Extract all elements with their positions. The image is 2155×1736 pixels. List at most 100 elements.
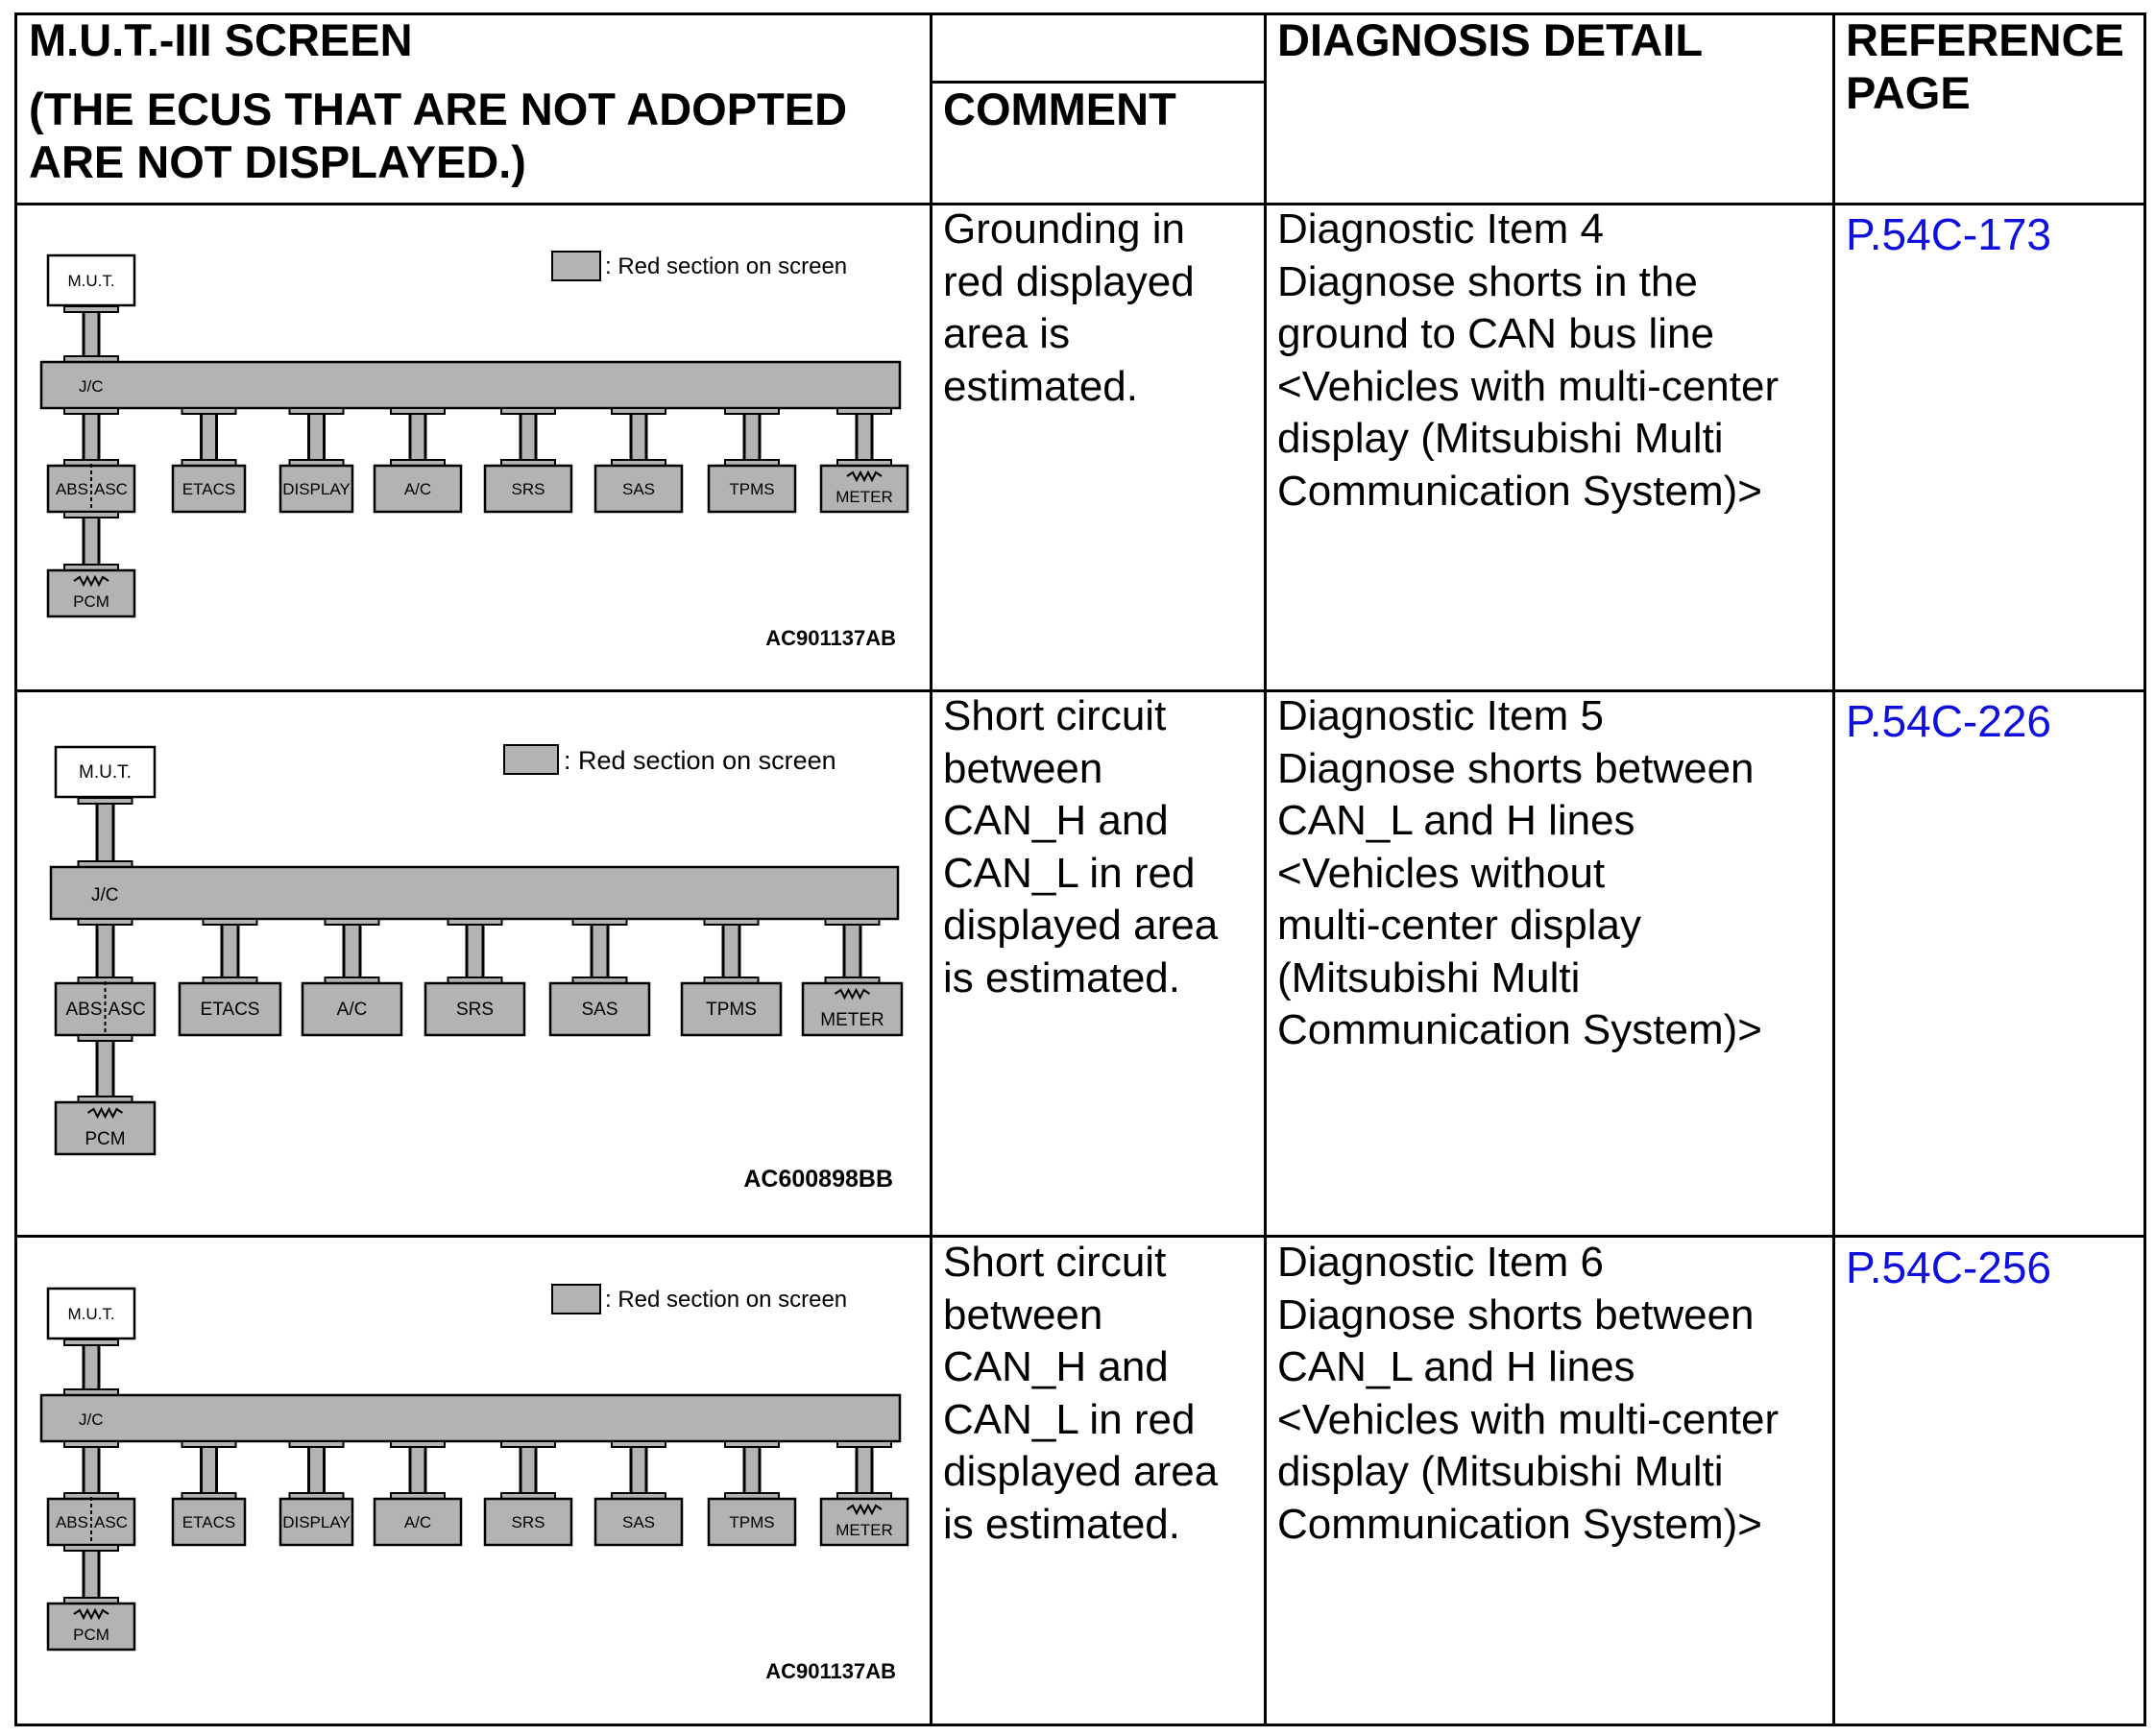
row-divider bbox=[14, 203, 2146, 205]
ecu-module-label: SAS bbox=[581, 1000, 617, 1020]
mut-label: M.U.T. bbox=[67, 272, 114, 290]
ecu-module-label: A/C bbox=[337, 1000, 368, 1020]
ecu-module bbox=[819, 1497, 909, 1547]
asc-label: ASC bbox=[94, 480, 128, 498]
legend-label: : Red section on screen bbox=[605, 253, 847, 279]
legend-swatch bbox=[503, 744, 559, 775]
mut-box bbox=[46, 1287, 136, 1340]
reference-page-link[interactable]: P.54C-256 bbox=[1846, 1242, 2051, 1292]
ecu-module bbox=[548, 981, 651, 1037]
ecu-module bbox=[373, 1497, 463, 1547]
module-connector bbox=[181, 407, 237, 467]
reference-column-title: REFERENCE PAGE bbox=[1846, 14, 2124, 118]
module-connector bbox=[288, 407, 345, 467]
abs-label: ABS bbox=[65, 1000, 102, 1020]
legend-swatch bbox=[551, 251, 601, 281]
mut-label: M.U.T. bbox=[79, 762, 132, 783]
figure-code: AC901137AB bbox=[765, 626, 896, 650]
row-divider bbox=[14, 689, 2146, 692]
ecu-module-label: METER bbox=[835, 1521, 893, 1539]
module-connector bbox=[77, 918, 133, 984]
module-connector bbox=[724, 407, 780, 467]
diagnosis-cell: Diagnostic Item 5 Diagnose shorts betwee… bbox=[1277, 692, 1762, 1053]
ecu-module bbox=[593, 464, 684, 514]
jc-label: J/C bbox=[79, 1410, 104, 1429]
ecu-module-label: TPMS bbox=[729, 1513, 774, 1531]
ecu-module-label: ETACS bbox=[201, 1000, 260, 1020]
ecu-module-label: DISPLAY bbox=[282, 1513, 351, 1531]
reference-page-link[interactable]: P.54C-226 bbox=[1846, 696, 2051, 746]
pcm-module bbox=[46, 568, 136, 618]
asc-label: ASC bbox=[94, 1513, 128, 1531]
module-connector bbox=[288, 1440, 345, 1500]
terminator-resistor-icon bbox=[834, 987, 871, 1001]
module-connector bbox=[63, 1440, 119, 1500]
comment-cell: Grounding in red displayed area is estim… bbox=[943, 205, 1195, 410]
reference-page-link[interactable]: P.54C-173 bbox=[1846, 209, 2051, 259]
module-connector bbox=[724, 1440, 780, 1500]
figure-code: AC600898BB bbox=[743, 1166, 893, 1193]
ecu-module-label: METER bbox=[835, 488, 893, 506]
comment-column-title: COMMENT bbox=[943, 84, 1176, 134]
joint-connector-bar bbox=[49, 865, 900, 921]
row-divider bbox=[14, 1235, 2146, 1238]
ecu-module-label: ETACS bbox=[182, 480, 235, 498]
diagnosis-cell: Diagnostic Item 4 Diagnose shorts in the… bbox=[1277, 205, 1780, 515]
joint-connector-bar bbox=[39, 360, 902, 410]
module-connector bbox=[836, 407, 892, 467]
ecu-module-label: TPMS bbox=[729, 480, 774, 498]
column-divider bbox=[1832, 12, 1835, 1726]
ecu-module-label: SRS bbox=[512, 480, 545, 498]
ecu-module bbox=[801, 981, 904, 1037]
module-connector bbox=[611, 1440, 666, 1500]
ecu-module-label: METER bbox=[820, 1010, 884, 1030]
ecu-module bbox=[707, 464, 797, 514]
mut-box bbox=[54, 745, 157, 799]
mut-connector bbox=[77, 797, 133, 868]
comment-cell: Short circuit between CAN_H and CAN_L in… bbox=[943, 1239, 1219, 1548]
module-connector bbox=[824, 918, 881, 984]
pcm-label: PCM bbox=[73, 1626, 109, 1644]
ecu-module bbox=[301, 981, 403, 1037]
ecu-module-label: A/C bbox=[404, 480, 431, 498]
module-connector bbox=[324, 918, 380, 984]
module-connector bbox=[703, 918, 760, 984]
module-connector bbox=[500, 1440, 556, 1500]
ecu-module bbox=[178, 981, 282, 1037]
ecu-module bbox=[373, 464, 463, 514]
module-connector bbox=[500, 407, 556, 467]
module-connector bbox=[390, 407, 446, 467]
ecu-module bbox=[819, 464, 909, 514]
screen-column-title: M.U.T.-III SCREEN bbox=[29, 14, 413, 65]
terminator-resistor-icon bbox=[846, 1503, 883, 1516]
ecu-module-label: A/C bbox=[404, 1513, 431, 1531]
asc-label: ASC bbox=[109, 1000, 146, 1020]
ecu-module-label: SAS bbox=[622, 480, 655, 498]
pcm-label: PCM bbox=[85, 1129, 125, 1149]
mut-connector bbox=[63, 1338, 119, 1396]
ecu-module-label: TPMS bbox=[706, 1000, 757, 1020]
ecu-module bbox=[171, 464, 247, 514]
pcm-label: PCM bbox=[73, 592, 109, 611]
abs-label: ABS bbox=[56, 480, 88, 498]
mut-box bbox=[46, 253, 136, 307]
module-connector bbox=[202, 918, 258, 984]
terminator-resistor-icon bbox=[86, 1106, 124, 1120]
ecu-module bbox=[483, 464, 573, 514]
ecu-module bbox=[483, 1497, 573, 1547]
diagnosis-column-title: DIAGNOSIS DETAIL bbox=[1277, 14, 1704, 65]
ecu-module-label: ETACS bbox=[182, 1513, 235, 1531]
ecu-module-label: SRS bbox=[456, 1000, 494, 1020]
table-frame bbox=[14, 12, 2146, 1726]
terminator-resistor-icon bbox=[846, 470, 883, 483]
abs-label: ABS bbox=[56, 1513, 88, 1531]
module-connector bbox=[181, 1440, 237, 1500]
pcm-module bbox=[46, 1602, 136, 1652]
terminator-resistor-icon bbox=[73, 1607, 109, 1621]
module-connector bbox=[836, 1440, 892, 1500]
